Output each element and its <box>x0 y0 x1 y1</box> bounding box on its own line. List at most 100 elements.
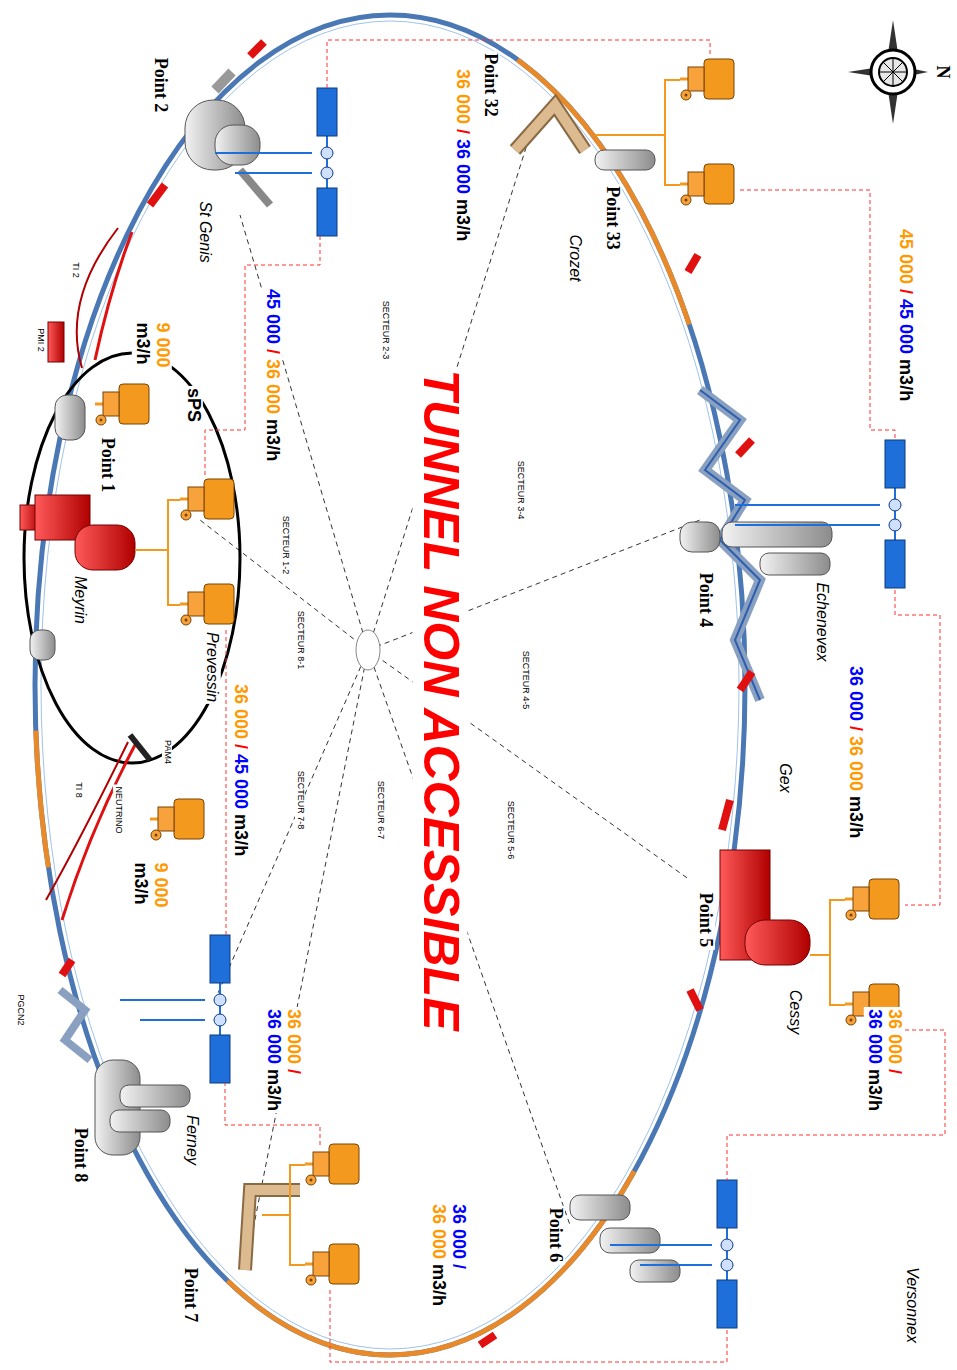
label-group: SECTEUR 6-7 <box>375 779 385 842</box>
label-group: SECTEUR 4-5 <box>520 649 530 712</box>
label-group: Gex <box>776 761 794 794</box>
label-group: St Genis <box>196 199 214 264</box>
ring-centre <box>356 630 380 670</box>
label-text: SECTEUR 5-6 <box>505 801 515 860</box>
label-group: TUNNEL NON ACCESSIBLE <box>413 367 468 1032</box>
label-line: Point 5 <box>695 893 715 948</box>
label-text: m3/h <box>230 814 250 856</box>
label-text: PGCN2 <box>15 994 25 1025</box>
label-text: Point 1 <box>97 438 117 493</box>
label-group: 9 000m3/h <box>132 320 172 369</box>
label-text: 45 000 <box>262 289 282 344</box>
label-text: 45 000 <box>895 229 915 284</box>
point-32-33-structure <box>515 105 698 272</box>
label-line: 9 000 <box>150 862 170 907</box>
label-group: 9 000m3/h <box>130 860 170 909</box>
label-text: Cessy <box>786 990 804 1034</box>
label-group: 36 000/36 000m3/h <box>845 664 865 840</box>
label-line: Echenevex <box>813 582 831 661</box>
point-2-structure <box>150 42 270 205</box>
label-text: / <box>884 1069 904 1074</box>
label-text: m3/h <box>864 1069 884 1111</box>
label-text: 36 000 <box>448 1204 468 1259</box>
label-text: 36 000 <box>428 1204 448 1259</box>
label-text: Point 8 <box>70 1128 90 1183</box>
label-text: TI 2 <box>70 262 80 278</box>
label-line: Point 8 <box>70 1128 90 1183</box>
label-text: m3/h <box>845 796 865 838</box>
label-group: Point 33 <box>602 184 622 252</box>
label-group: SECTEUR 1-2 <box>280 514 290 577</box>
label-group: Crozet <box>566 232 584 283</box>
sps-ring <box>24 353 240 763</box>
label-group: SECTEUR 7-8 <box>295 769 305 832</box>
label-line: 36 000/ <box>884 1009 904 1111</box>
label-text: Gex <box>776 763 794 792</box>
label-text: m3/h <box>428 1264 448 1306</box>
label-group: Point 32 <box>480 51 500 119</box>
label-line: SECTEUR 6-7 <box>375 781 385 840</box>
label-group: PAM4 <box>162 738 172 766</box>
point-6-structure <box>480 1195 680 1345</box>
label-group: 45 000/36 000m3/h <box>262 287 282 463</box>
label-line: St Genis <box>196 201 214 262</box>
label-line: Prevessin <box>203 632 221 702</box>
label-line: Point 4 <box>695 573 715 628</box>
label-line: Point 1 <box>97 438 117 493</box>
label-group: Point 5 <box>695 891 715 950</box>
label-text: Meyrin <box>71 576 89 624</box>
label-line: 36 000/45 000m3/h <box>230 684 250 856</box>
label-group: Point 7 <box>180 1266 200 1325</box>
lhc-ring-inner <box>41 21 739 1349</box>
label-group: sPS <box>183 386 203 424</box>
label-line: Ferney <box>183 1115 201 1165</box>
label-text: SECTEUR 8-1 <box>295 611 305 670</box>
label-group: PMI 2 <box>35 326 45 354</box>
label-line: NEUTRINO <box>113 787 123 834</box>
label-line: Point 32 <box>480 53 500 117</box>
label-text: / <box>845 726 865 731</box>
label-text: TUNNEL NON ACCESSIBLE <box>413 369 468 1030</box>
label-group: 36 000/36 000m3/h <box>263 1007 303 1113</box>
label-line: Gex <box>776 763 794 792</box>
label-line: SECTEUR 4-5 <box>520 651 530 710</box>
label-line: sPS <box>183 388 203 422</box>
label-text: / <box>448 1264 468 1269</box>
label-text: PMI 2 <box>35 328 45 352</box>
label-text: TI 8 <box>73 782 83 798</box>
label-line: TI 8 <box>73 782 83 798</box>
label-line: 45 000/45 000m3/h <box>895 229 915 401</box>
label-text: m3/h <box>452 199 472 241</box>
label-group: SECTEUR 2-3 <box>380 299 390 362</box>
label-line: Crozet <box>566 234 584 281</box>
label-group: TI 2 <box>70 260 80 280</box>
point-1-structure <box>20 395 135 660</box>
label-line: TI 2 <box>70 262 80 278</box>
label-text: 36 000 <box>283 1009 303 1064</box>
lhc-ring-orange <box>35 15 745 1355</box>
label-text: SECTEUR 1-2 <box>280 516 290 575</box>
label-text: / <box>262 349 282 354</box>
label-text: Point 2 <box>150 58 170 113</box>
label-text: / <box>283 1069 303 1074</box>
label-line: 36 000 m3/h <box>428 1204 448 1306</box>
label-line: Point 6 <box>545 1208 565 1263</box>
label-text: 36 000 <box>262 359 282 414</box>
label-text: m3/h <box>895 359 915 401</box>
label-text: SECTEUR 2-3 <box>380 301 390 360</box>
label-line: SECTEUR 1-2 <box>280 516 290 575</box>
point-5-structure <box>690 800 810 1010</box>
label-group: NEUTRINO <box>113 785 123 836</box>
label-text: m3/h <box>263 1069 283 1111</box>
label-group: Prevessin <box>203 630 221 704</box>
label-group: Ferney <box>183 1113 201 1167</box>
label-text: m3/h <box>132 322 152 364</box>
label-line: PGCN2 <box>15 994 25 1025</box>
label-line: TUNNEL NON ACCESSIBLE <box>413 369 468 1030</box>
ventilation-units <box>95 59 905 1328</box>
label-line: 45 000/36 000m3/h <box>262 289 282 461</box>
label-text: Crozet <box>566 234 584 281</box>
label-text: / <box>895 289 915 294</box>
